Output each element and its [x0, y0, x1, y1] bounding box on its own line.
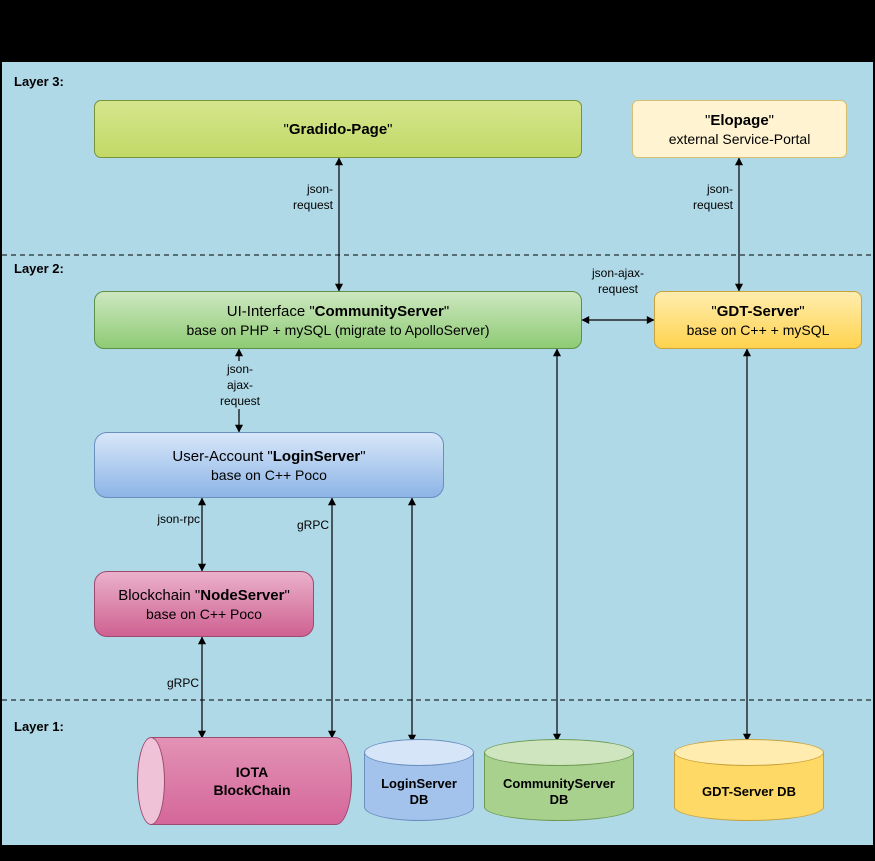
cylinder-iota-blockchain: IOTA BlockChain	[137, 737, 352, 825]
node-gradido-page: "Gradido-Page"	[94, 100, 582, 158]
node-elopage-title: "Elopage"	[704, 111, 774, 129]
layer-3-label: Layer 3:	[14, 74, 64, 89]
cylinder-iota-label: IOTA BlockChain	[213, 764, 291, 798]
node-login-server: User-Account "LoginServer" base on C++ P…	[94, 432, 444, 498]
cylinder-communityserver-db-label: CommunityServer DB	[484, 766, 634, 817]
cylinder-loginserver-db: LoginServer DB	[364, 739, 474, 821]
cylinder-loginserver-db-cap	[364, 739, 474, 766]
cylinder-communityserver-db: CommunityServer DB	[484, 739, 634, 821]
node-elopage: "Elopage" external Service-Portal	[632, 100, 847, 158]
cylinder-gdt-server-db-label: GDT-Server DB	[674, 766, 824, 817]
edge-label-json-request-right: json-request	[682, 181, 734, 213]
node-node-server-subtitle: base on C++ Poco	[146, 605, 262, 622]
node-gdt-server-title: "GDT-Server"	[711, 302, 805, 320]
node-login-server-subtitle: base on C++ Poco	[211, 466, 327, 483]
bottom-black-bar	[0, 845, 875, 861]
cylinder-iota-cap	[137, 737, 165, 825]
node-gdt-server: "GDT-Server" base on C++ + mySQL	[654, 291, 862, 349]
cylinder-communityserver-db-cap	[484, 739, 634, 766]
edge-label-grpc-login: gRPC	[284, 517, 330, 533]
cylinder-loginserver-db-text: LoginServer DB	[381, 775, 457, 807]
node-login-server-title: User-Account "LoginServer"	[172, 447, 366, 465]
node-node-server: Blockchain "NodeServer" base on C++ Poco	[94, 571, 314, 637]
node-community-server-subtitle: base on PHP + mySQL (migrate to ApolloSe…	[186, 321, 490, 338]
node-node-server-title: Blockchain "NodeServer"	[118, 586, 290, 604]
node-gradido-page-title: "Gradido-Page"	[283, 120, 393, 138]
edge-label-grpc-node: gRPC	[154, 675, 200, 691]
edge-label-json-ajax-request-horizontal: json-ajax-request	[590, 265, 646, 297]
diagram-canvas: Layer 3: Layer 2: Layer 1: "Gradido-Page…	[0, 62, 875, 845]
cylinder-communityserver-db-text: CommunityServer DB	[503, 775, 615, 807]
cylinder-iota-body	[151, 737, 352, 825]
cylinder-gdt-server-db: GDT-Server DB	[674, 739, 824, 821]
node-elopage-subtitle: external Service-Portal	[668, 130, 811, 147]
node-community-server: UI-Interface "CommunityServer" base on P…	[94, 291, 582, 349]
edge-label-json-rpc: json-rpc	[142, 511, 201, 527]
cylinder-gdt-server-db-text: GDT-Server DB	[702, 783, 796, 799]
layer-2-label: Layer 2:	[14, 261, 64, 276]
cylinder-loginserver-db-label: LoginServer DB	[364, 766, 474, 817]
edge-label-json-request-left: json-request	[282, 181, 334, 213]
node-gdt-server-subtitle: base on C++ + mySQL	[686, 321, 830, 338]
layer-1-label: Layer 1:	[14, 719, 64, 734]
cylinder-gdt-server-db-cap	[674, 739, 824, 766]
top-black-bar	[0, 0, 875, 62]
edge-label-json-ajax-request-vertical: json-ajax-request	[213, 361, 267, 409]
node-community-server-title: UI-Interface "CommunityServer"	[226, 302, 450, 320]
edges-layer	[2, 157, 873, 743]
